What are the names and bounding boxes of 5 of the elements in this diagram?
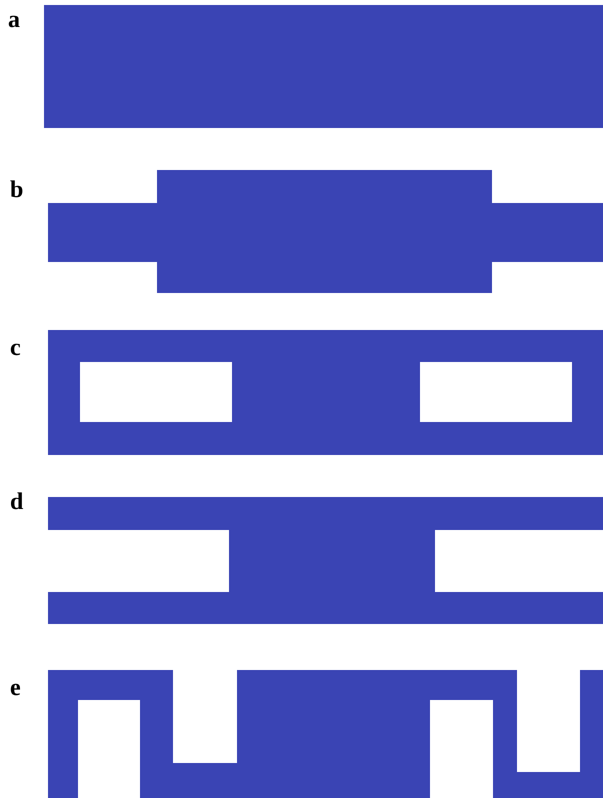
panel-letter: a (8, 8, 20, 32)
panel-letter: d (10, 490, 24, 514)
panel-letter: e (10, 676, 21, 700)
panel-letter: b (10, 178, 24, 202)
panel-letter: c (10, 336, 21, 360)
